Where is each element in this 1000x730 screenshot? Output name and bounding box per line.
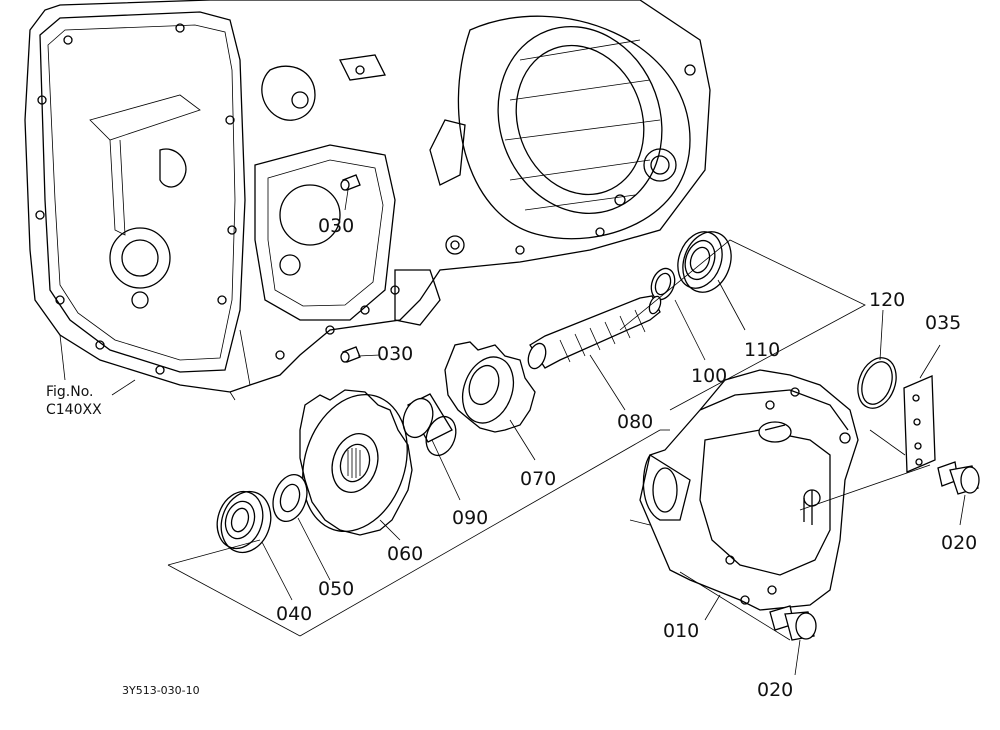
label-040: 040 [276, 603, 313, 625]
label-035: 035 [925, 312, 962, 334]
bolt-020-right [937, 461, 980, 495]
collar-090 [402, 393, 457, 457]
label-120: 120 [869, 289, 906, 311]
label-090: 090 [452, 507, 489, 529]
figure-ref-line2: C140XX [46, 402, 102, 418]
label-110: 110 [744, 339, 781, 361]
label-020-bottom: 020 [757, 679, 794, 701]
dowel-pin-030-lower [340, 346, 361, 363]
label-080: 080 [617, 411, 654, 433]
spur-gear-060 [299, 389, 413, 536]
snap-ring-120 [857, 357, 897, 409]
gear-case-cover-010 [639, 369, 859, 611]
bolt-020-bottom [769, 605, 817, 641]
drawing-code: 3Y513-030-10 [122, 684, 200, 697]
ball-bearing-110 [677, 231, 732, 293]
leader-lines [111, 189, 966, 676]
ball-bearing-040 [216, 490, 272, 554]
thrust-washer-050 [272, 473, 308, 523]
plate-035 [903, 375, 936, 473]
label-010: 010 [663, 620, 700, 642]
splined-shaft-080 [527, 295, 662, 370]
label-030-upper: 030 [318, 215, 355, 237]
label-020-right: 020 [941, 532, 978, 554]
pinion-gear-070 [444, 341, 536, 433]
dowel-pin-030-upper [340, 174, 361, 191]
label-070: 070 [520, 468, 557, 490]
transmission-case [24, 0, 711, 401]
label-060: 060 [387, 543, 424, 565]
label-050: 050 [318, 578, 355, 600]
figure-ref-line1: Fig.No. [46, 384, 94, 400]
label-030-lower: 030 [377, 343, 414, 365]
label-100: 100 [691, 365, 728, 387]
